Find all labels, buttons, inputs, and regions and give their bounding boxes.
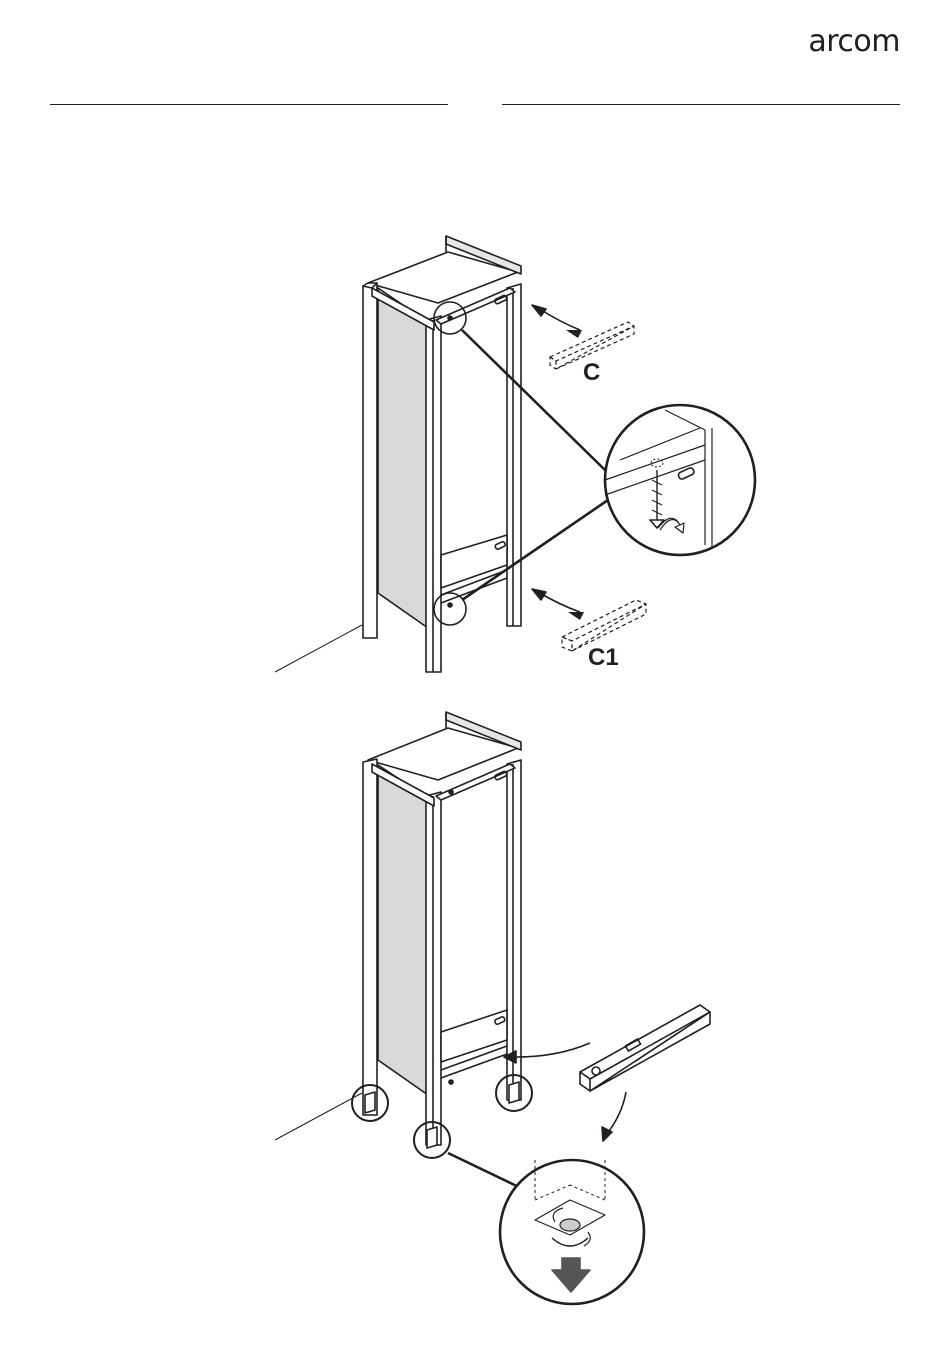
floor-line <box>275 625 362 672</box>
bottom-shelf <box>441 535 507 588</box>
side-panel-2 <box>378 765 428 1095</box>
side-panel <box>378 288 428 628</box>
part-c1: C1 <box>532 589 646 671</box>
post-back-left <box>363 283 377 638</box>
floor-line-2 <box>275 1093 362 1140</box>
label-part-c: C <box>583 359 600 386</box>
label-part-c1: C1 <box>588 644 619 671</box>
spirit-level <box>504 1005 710 1141</box>
part-c: C <box>532 305 634 386</box>
zoom-detail-foot <box>500 1160 644 1304</box>
zoom-detail-screw <box>605 405 755 555</box>
step2-diagram <box>275 712 710 1304</box>
post-front-right <box>507 284 521 626</box>
step1-diagram: C C1 <box>275 236 755 672</box>
